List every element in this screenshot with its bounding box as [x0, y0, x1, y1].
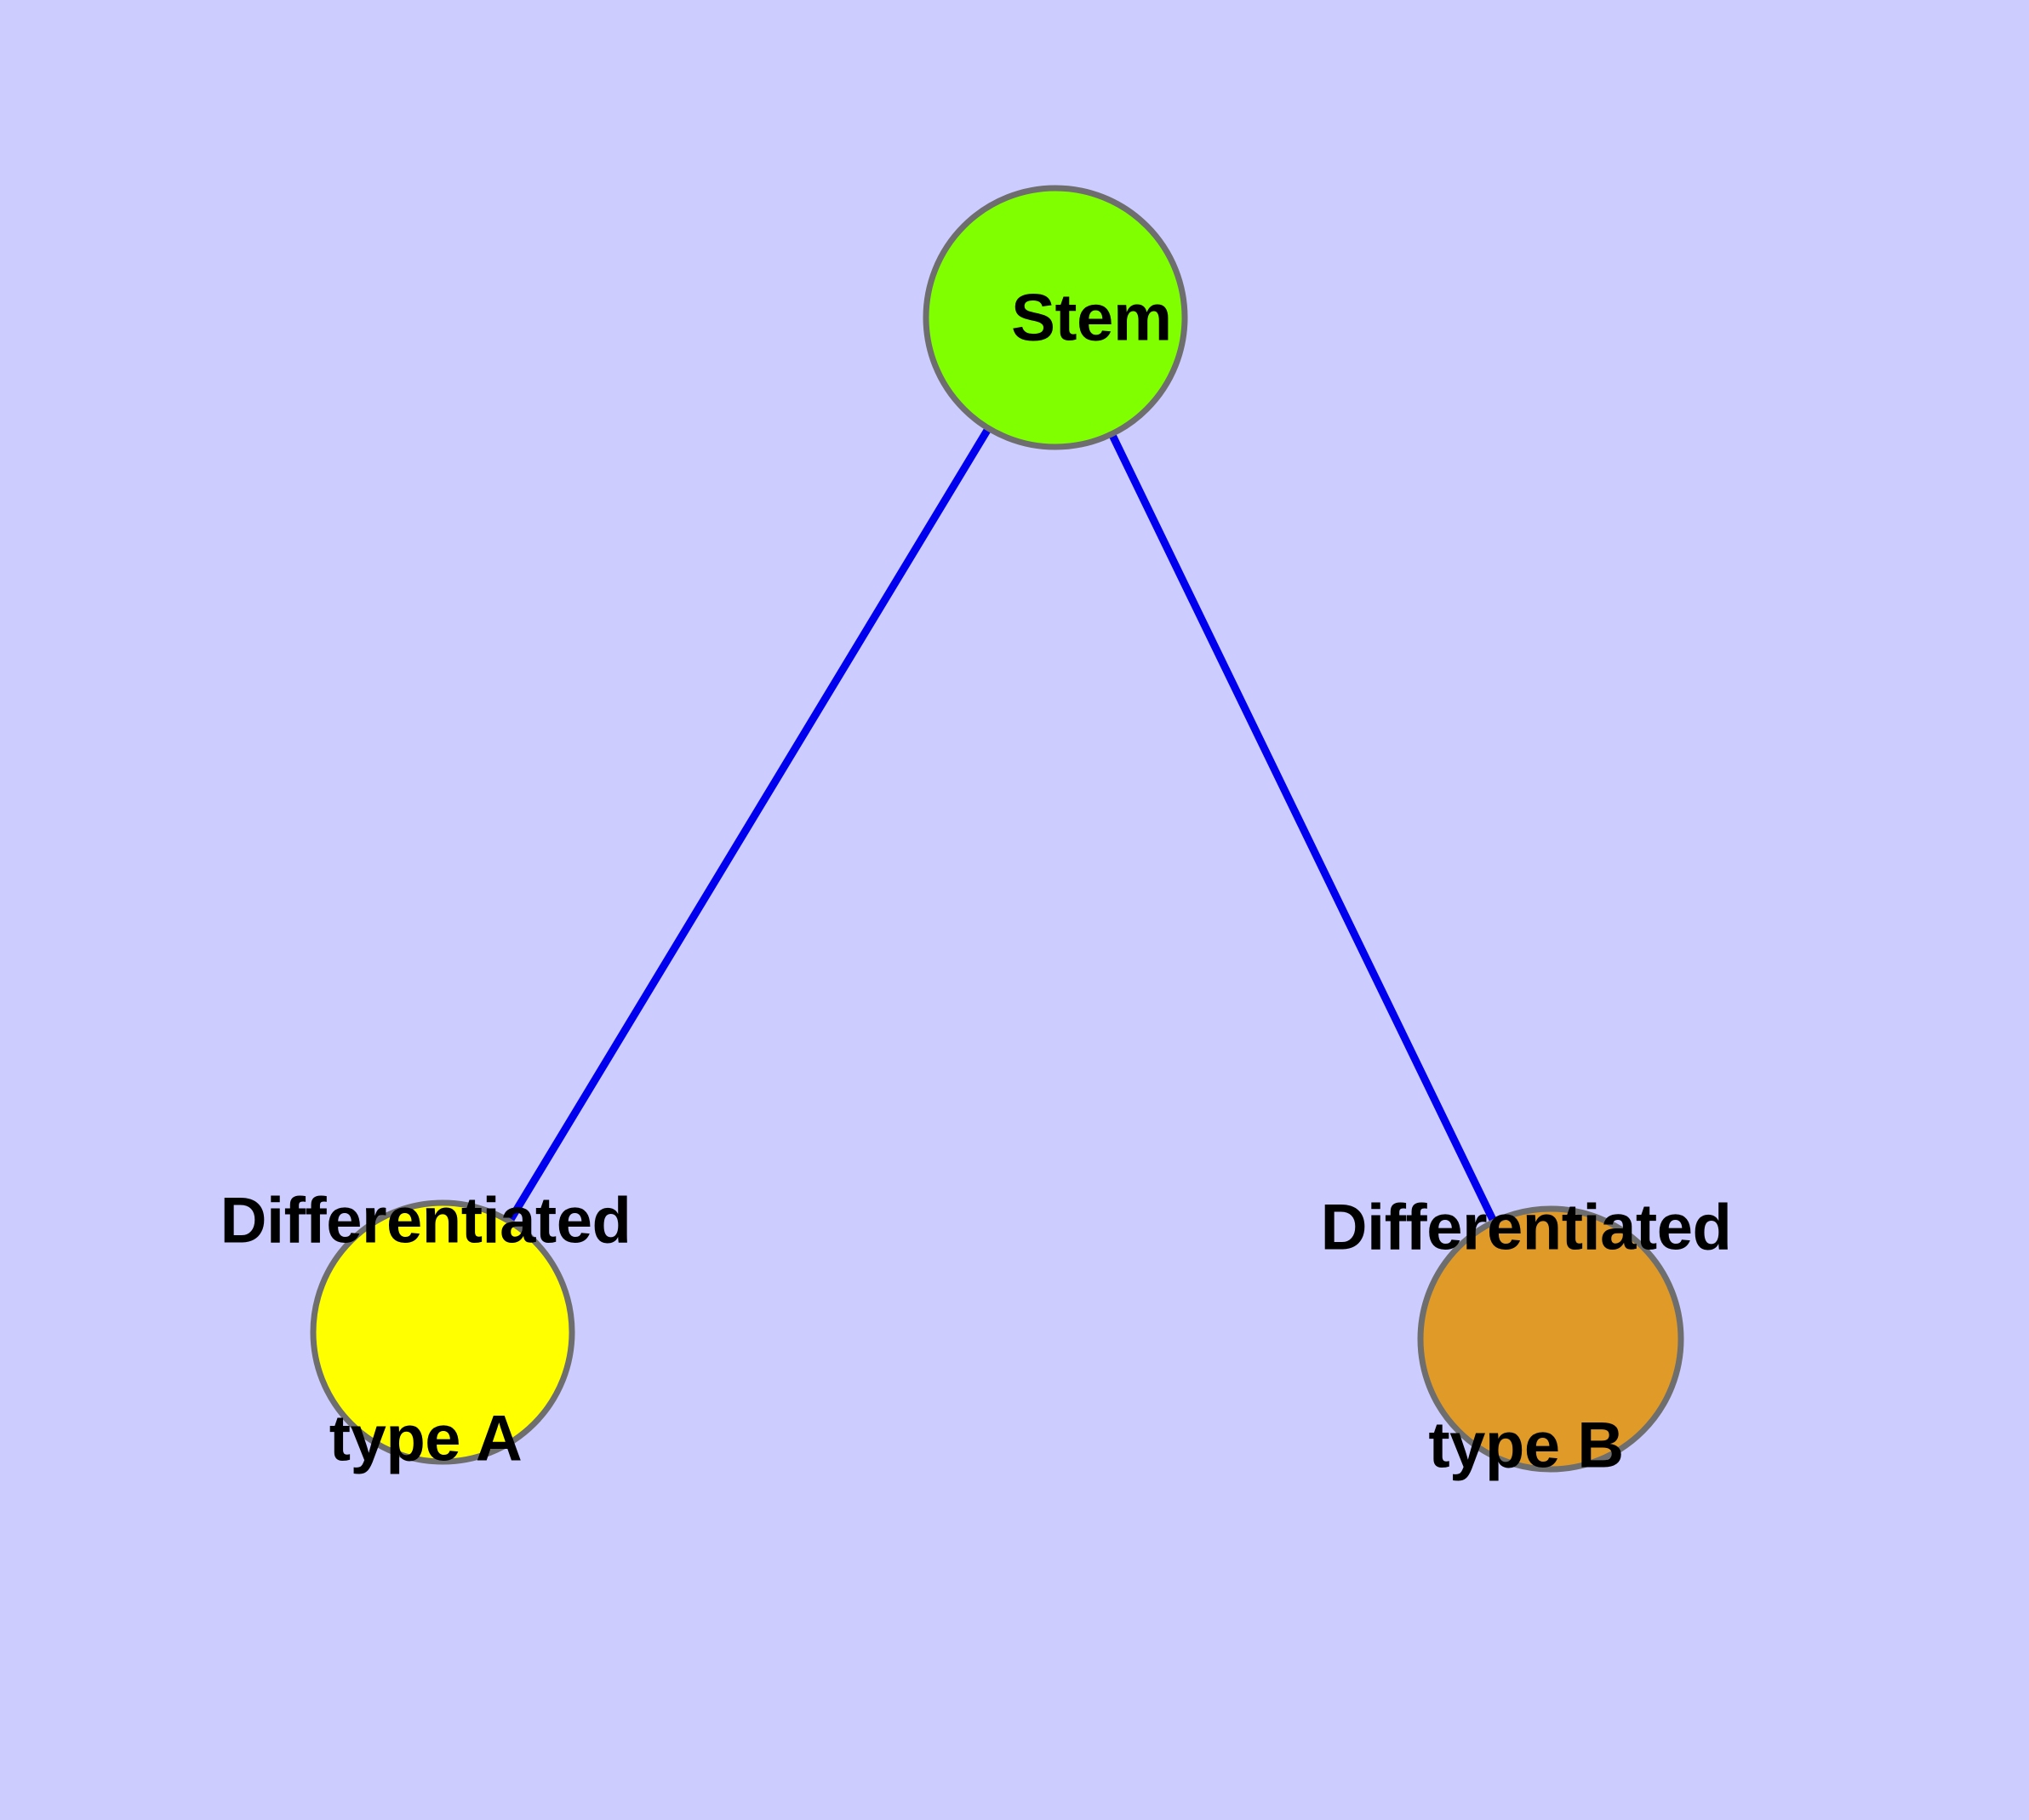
node-differentiated-type-b[interactable] — [1417, 1205, 1684, 1473]
node-stem[interactable] — [923, 185, 1188, 450]
node-differentiated-type-a[interactable] — [310, 1199, 575, 1465]
edge-stem-to-differentiated-type-b[interactable] — [1051, 316, 1555, 1341]
edge-stem-to-differentiated-type-a[interactable] — [439, 315, 1059, 1335]
nodes-layer — [310, 185, 1684, 1473]
edges-layer — [439, 315, 1555, 1341]
